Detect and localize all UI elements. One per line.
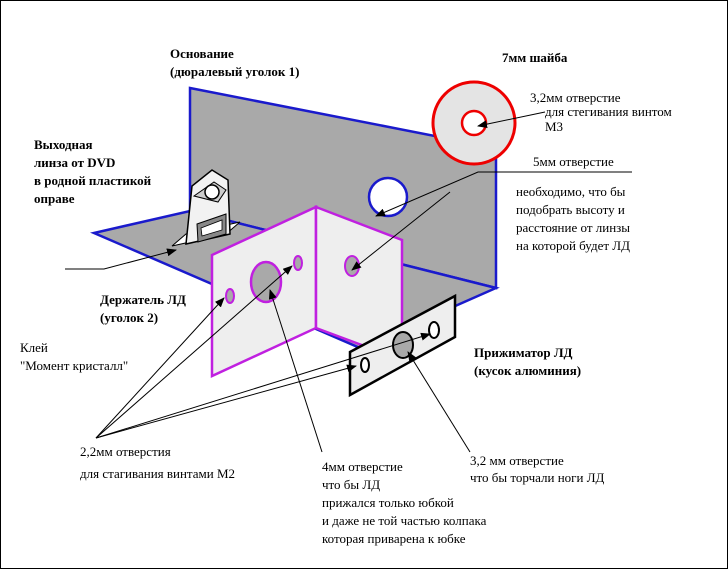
label-lens-3: в родной пластикой: [34, 173, 152, 188]
label-5mm-hole: 5мм отверстие: [533, 154, 614, 169]
label-hole32-2: что бы торчали ноги ЛД: [470, 470, 605, 485]
label-washer-title: 7мм шайба: [502, 50, 568, 65]
clamp-22-hole-left: [360, 357, 370, 373]
label-note-1: необходимо, что бы: [516, 184, 626, 199]
clamp-22-hole-right: [428, 321, 440, 339]
label-washer-hole-2: для стегивания винтом: [545, 104, 672, 119]
label-hole4-4: и даже не той частью колпака: [322, 513, 487, 528]
label-note-4: на которой будет ЛД: [516, 238, 630, 253]
label-glue-2: "Момент кристалл": [20, 358, 128, 373]
label-base-title: Основание: [170, 46, 234, 61]
label-holes22-2: для стагивания винтами М2: [80, 466, 235, 481]
label-lens-4: оправе: [34, 191, 75, 206]
washer-hole: [460, 109, 488, 137]
holder-4mm-hole: [249, 260, 283, 304]
label-hole4-2: что бы ЛД: [322, 477, 380, 492]
label-hole4-5: которая приварена к юбке: [322, 531, 466, 546]
label-note-2: подобрать высоту и: [516, 202, 625, 217]
label-hole32-1: 3,2 мм отверстие: [470, 453, 564, 468]
holder-22-hole-right: [293, 255, 303, 271]
label-washer-hole-1: 3,2мм отверстие: [530, 90, 621, 105]
label-clamp-2: (кусок алюминия): [474, 363, 581, 378]
label-lens-1: Выходная: [34, 137, 93, 152]
label-glue-1: Клей: [20, 340, 48, 355]
dvd-lens-mount: [171, 169, 241, 247]
label-holder-1: Держатель ЛД: [100, 292, 186, 307]
label-holder-2: (уголок 2): [100, 310, 158, 325]
label-holes22-1: 2,2мм отверстия: [80, 444, 171, 459]
label-note-3: расстояние от линзы: [516, 220, 630, 235]
label-washer-hole-3: М3: [545, 119, 563, 134]
label-base-subtitle: (дюралевый уголок 1): [170, 64, 299, 79]
holder-22-hole-left: [225, 288, 235, 304]
leader-lines: [65, 111, 632, 453]
label-lens-2: линза от DVD: [34, 155, 115, 170]
label-hole4-3: прижался только юбкой: [322, 495, 454, 510]
label-clamp-1: Прижиматор ЛД: [474, 345, 573, 360]
label-hole4-1: 4мм отверстие: [322, 459, 403, 474]
